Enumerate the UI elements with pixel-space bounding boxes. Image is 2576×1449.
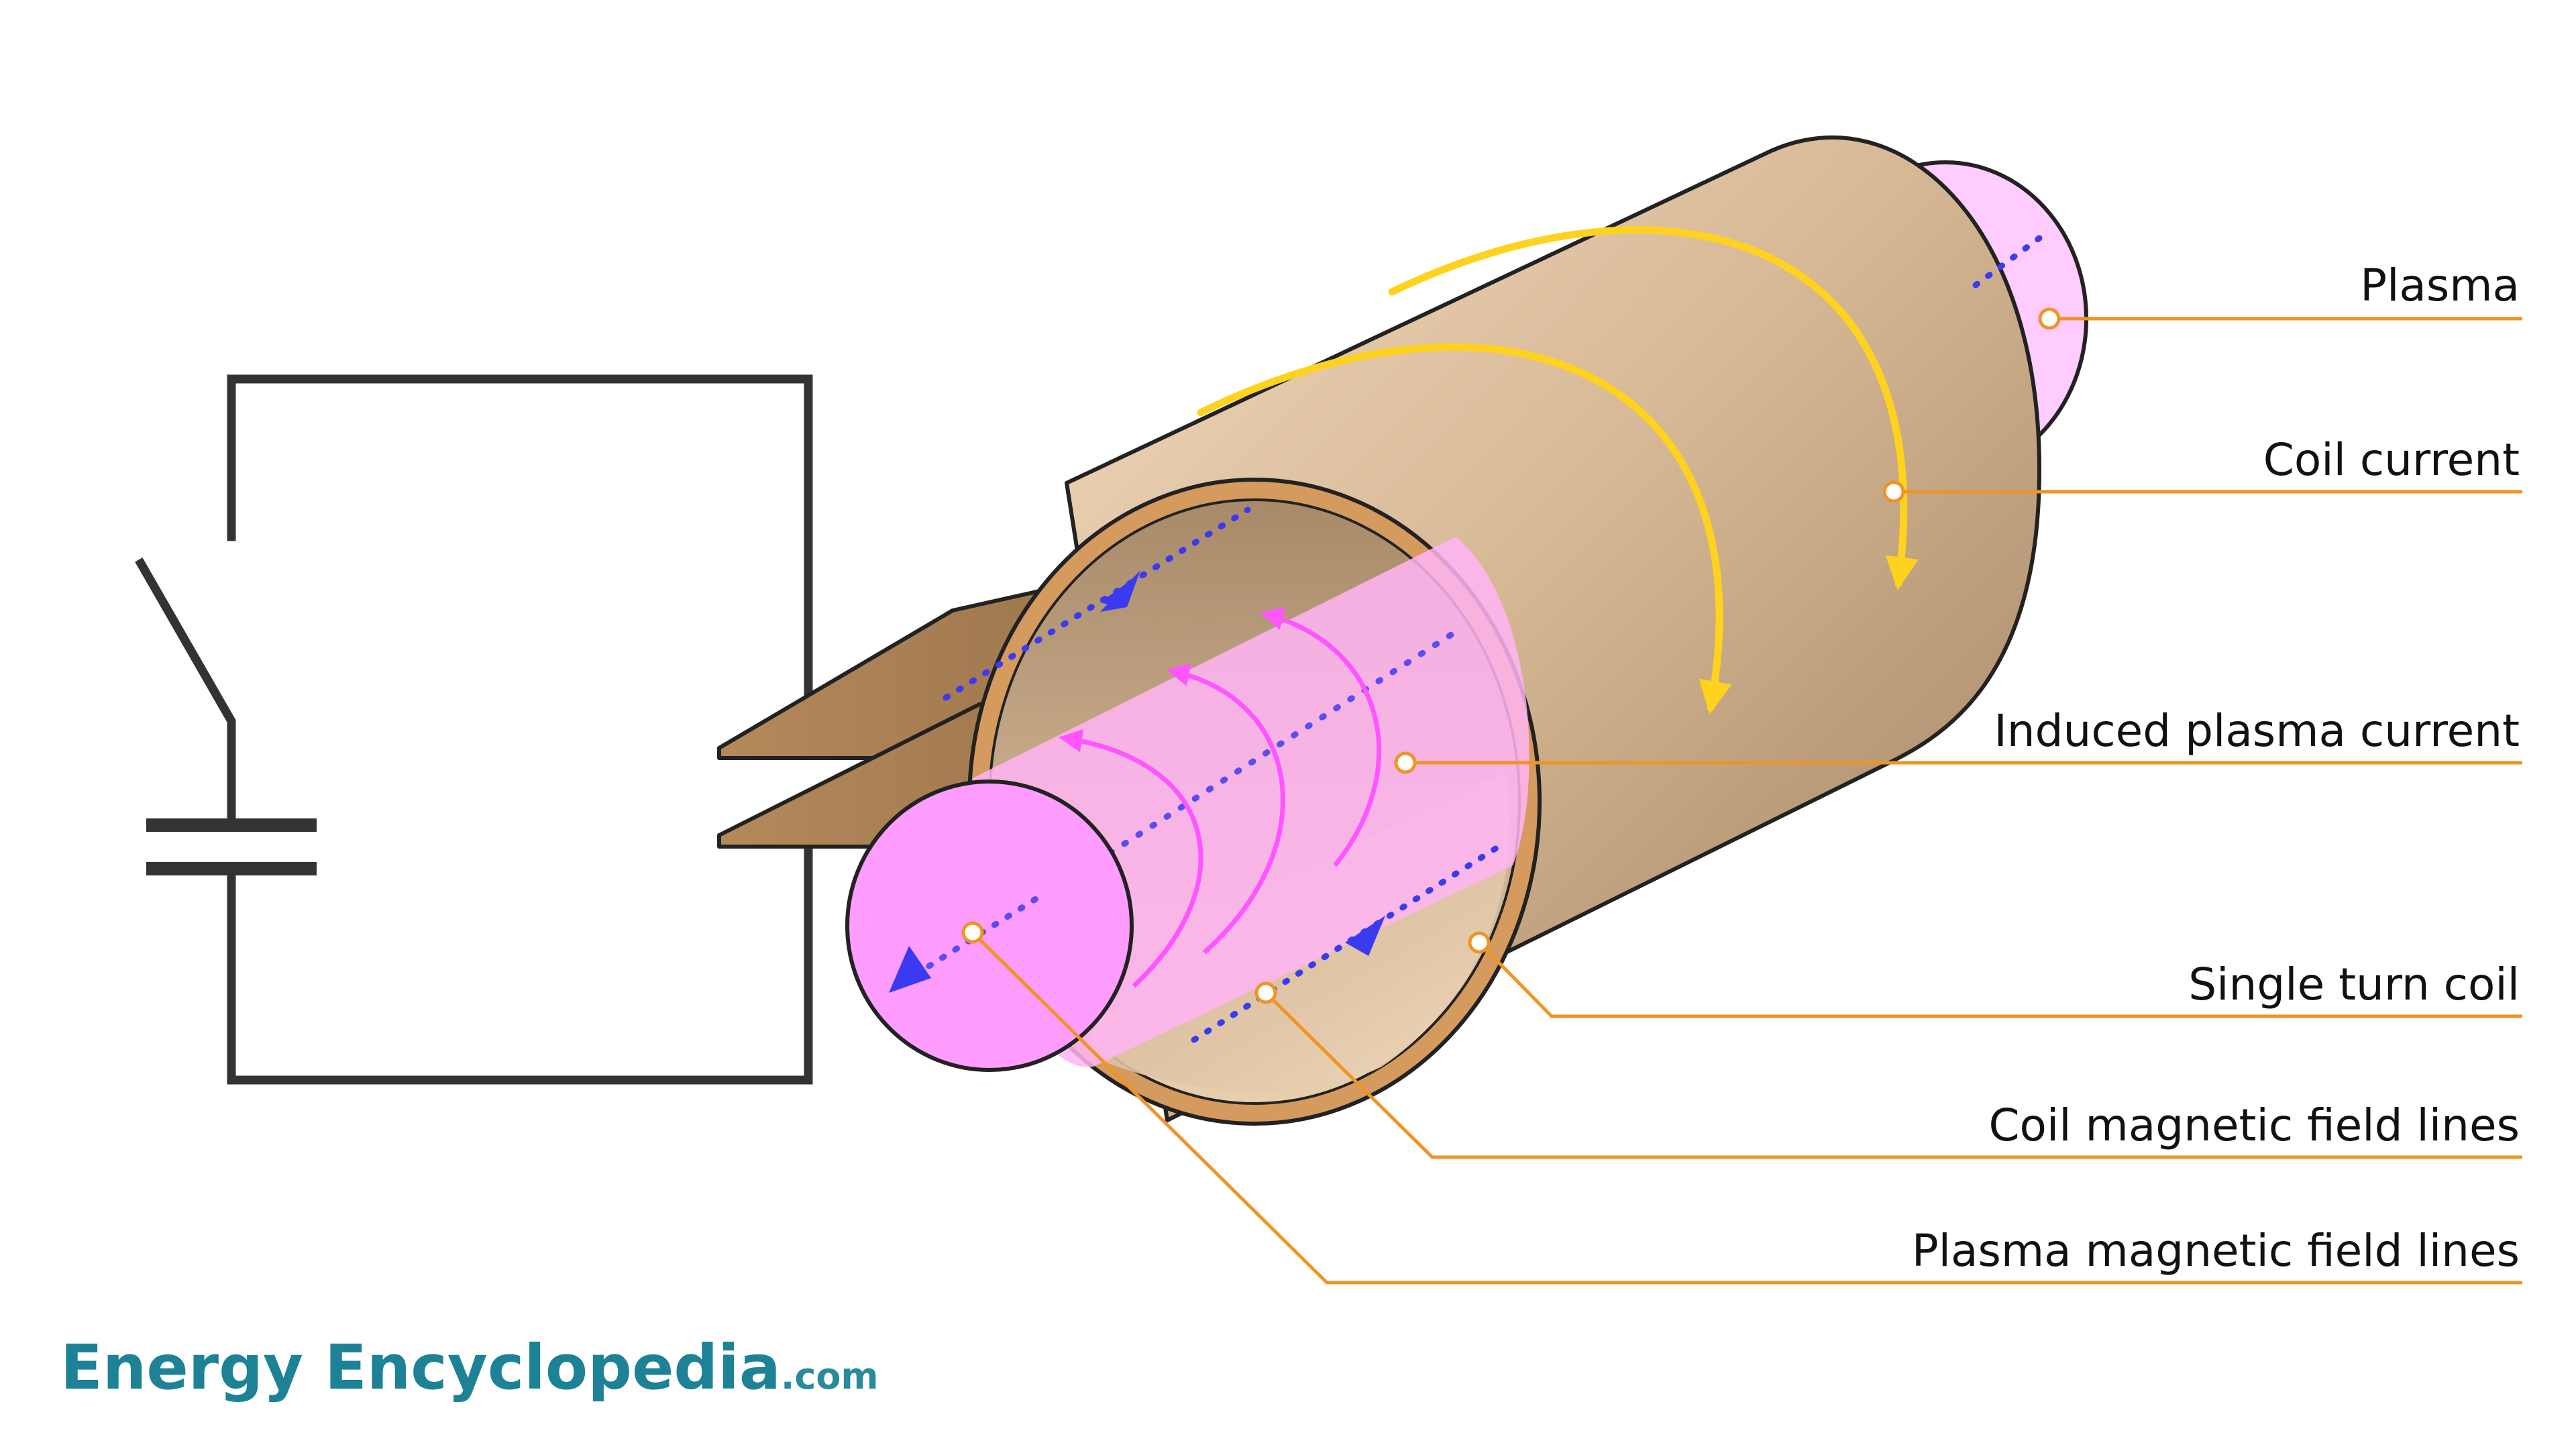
brand-logo: Energy Encyclopedia.com bbox=[60, 1332, 879, 1403]
label-single-turn-coil: Single turn coil bbox=[2188, 959, 2520, 1010]
leader-dot-coil-current bbox=[1882, 480, 1905, 503]
leader-plasma-magnetic-field-lines bbox=[971, 931, 2522, 1285]
circuit bbox=[135, 374, 813, 1085]
leader-single-turn-coil bbox=[1478, 941, 2522, 1018]
induced-current-arc-1 bbox=[1059, 729, 1203, 988]
label-coil-current: Coil current bbox=[2263, 434, 2520, 486]
label-plasma-magnetic-field-lines: Plasma magnetic field lines bbox=[1912, 1225, 2520, 1277]
brand-name: Energy Encyclopedia bbox=[60, 1332, 781, 1403]
leader-dot-coil-magnetic-field-lines bbox=[1254, 981, 1277, 1004]
switch-icon bbox=[135, 557, 236, 830]
leader-lines bbox=[971, 317, 2522, 1285]
coil-field-arrow-upper-head bbox=[1100, 574, 1139, 608]
coil-field-line-upper bbox=[943, 506, 1251, 701]
brand-suffix: .com bbox=[780, 1355, 879, 1397]
label-induced-plasma-current: Induced plasma current bbox=[1994, 705, 2520, 757]
leader-dot-plasma bbox=[2038, 307, 2061, 330]
coil-field-arrow-lower-head bbox=[1345, 916, 1385, 956]
label-coil-magnetic-field-lines: Coil magnetic field lines bbox=[1988, 1099, 2520, 1151]
label-plasma: Plasma bbox=[2360, 260, 2520, 311]
leader-dot-induced-plasma-current bbox=[1394, 751, 1417, 774]
induced-current-arrows bbox=[1059, 607, 1382, 988]
plasma-field-arrow-head bbox=[889, 946, 931, 993]
leader-coil-magnetic-field-lines bbox=[1265, 991, 2522, 1159]
plasma-field-line bbox=[909, 631, 1456, 983]
leader-dot-plasma-magnetic-field-lines bbox=[961, 921, 984, 944]
coil-current-arc-1 bbox=[1197, 343, 1732, 714]
coil-field-line-far bbox=[1972, 235, 2043, 288]
circuit-bottom-wire bbox=[227, 844, 813, 1085]
circuit-top-wire bbox=[227, 374, 813, 726]
leader-dot-single-turn-coil bbox=[1468, 931, 1491, 954]
coil-current-arrows bbox=[1197, 226, 1919, 714]
induced-current-arc-3 bbox=[1260, 607, 1382, 867]
plasma-front-face bbox=[845, 780, 1134, 1072]
leader-dots bbox=[961, 307, 2061, 1004]
coil-current-arc-2 bbox=[1388, 226, 1919, 590]
labels: Plasma Coil current Induced plasma curre… bbox=[1912, 260, 2520, 1277]
induced-current-arc-2 bbox=[1166, 663, 1285, 955]
